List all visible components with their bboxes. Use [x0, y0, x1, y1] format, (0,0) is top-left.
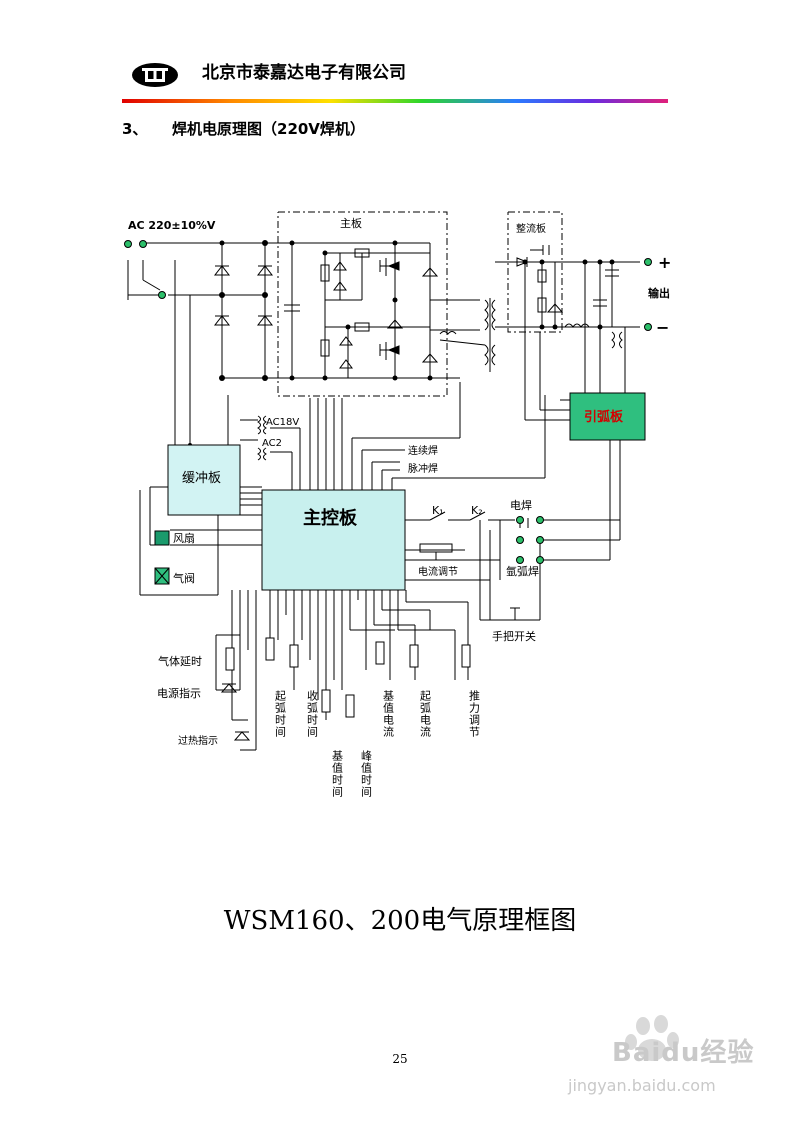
output-label: 输出 [648, 286, 670, 300]
continuous-weld-label: 连续焊 [408, 444, 438, 457]
section-heading: 3、 焊机电原理图（220V焊机） [122, 118, 365, 139]
header-rule [122, 99, 668, 103]
overheat-indicator-label: 过热指示 [178, 734, 218, 747]
baidu-paw-icon [625, 1015, 679, 1061]
main-board-label: 主板 [340, 216, 362, 230]
electric-weld-label: 电焊 [510, 498, 532, 512]
section-title: 焊机电原理图（220V焊机） [172, 120, 365, 138]
arc-board [569, 392, 646, 441]
base-current-label: 基值电流 [382, 690, 395, 738]
argon-weld-label: 氩弧焊 [506, 564, 539, 578]
circuit-diagram: AC 220±10%V 主板 整流板 + 输出 − 引弧板 AC18V AC2 … [124, 211, 671, 798]
control-board-label: 主控板 [303, 507, 358, 529]
page-number: 25 [392, 1052, 408, 1066]
pulse-weld-label: 脉冲焊 [408, 462, 438, 475]
power-indicator-label: 电源指示 [157, 686, 201, 700]
watermark-brand: Baidu经验 [612, 1038, 755, 1068]
diagram-caption: WSM160、200电气原理框图 [223, 906, 577, 936]
handle-switch-label: 手把开关 [492, 629, 536, 643]
control-board [261, 489, 406, 591]
gas-valve-icon [154, 567, 170, 585]
peak-time-label: 峰值时间 [360, 750, 373, 798]
arc-start-current-label: 起弧电流 [419, 690, 432, 738]
fan-icon [154, 530, 170, 546]
ac18v-label: AC18V [266, 417, 299, 428]
base-time-label: 基值时间 [331, 750, 344, 798]
gas-valve-label: 气阀 [173, 571, 195, 585]
watermark-url: jingyan.baidu.com [568, 1076, 716, 1095]
k1-label: K₁ [432, 504, 444, 517]
arc-board-label: 引弧板 [584, 409, 624, 425]
plus-terminal-label: + [658, 253, 671, 272]
gas-delay-label: 气体延时 [158, 654, 202, 668]
arc-end-time-label: 收弧时间 [306, 689, 319, 738]
ac2-label: AC2 [262, 438, 282, 449]
k2-label: K₂ [471, 504, 483, 517]
rectifier-board-label: 整流板 [516, 222, 546, 235]
current-adjust-label: 电流调节 [418, 565, 458, 578]
company-logo [131, 62, 179, 88]
arc-start-time-label: 起弧时间 [274, 690, 287, 738]
minus-terminal-label: − [656, 318, 669, 337]
section-number: 3、 [122, 120, 148, 138]
fan-label: 风扇 [173, 531, 195, 545]
thrust-adjust-label: 推力调节 [468, 689, 481, 738]
input-label: AC 220±10%V [128, 219, 216, 232]
buffer-board-label: 缓冲板 [182, 471, 221, 486]
company-name: 北京市泰嘉达电子有限公司 [202, 63, 406, 83]
buffer-board [167, 444, 241, 516]
